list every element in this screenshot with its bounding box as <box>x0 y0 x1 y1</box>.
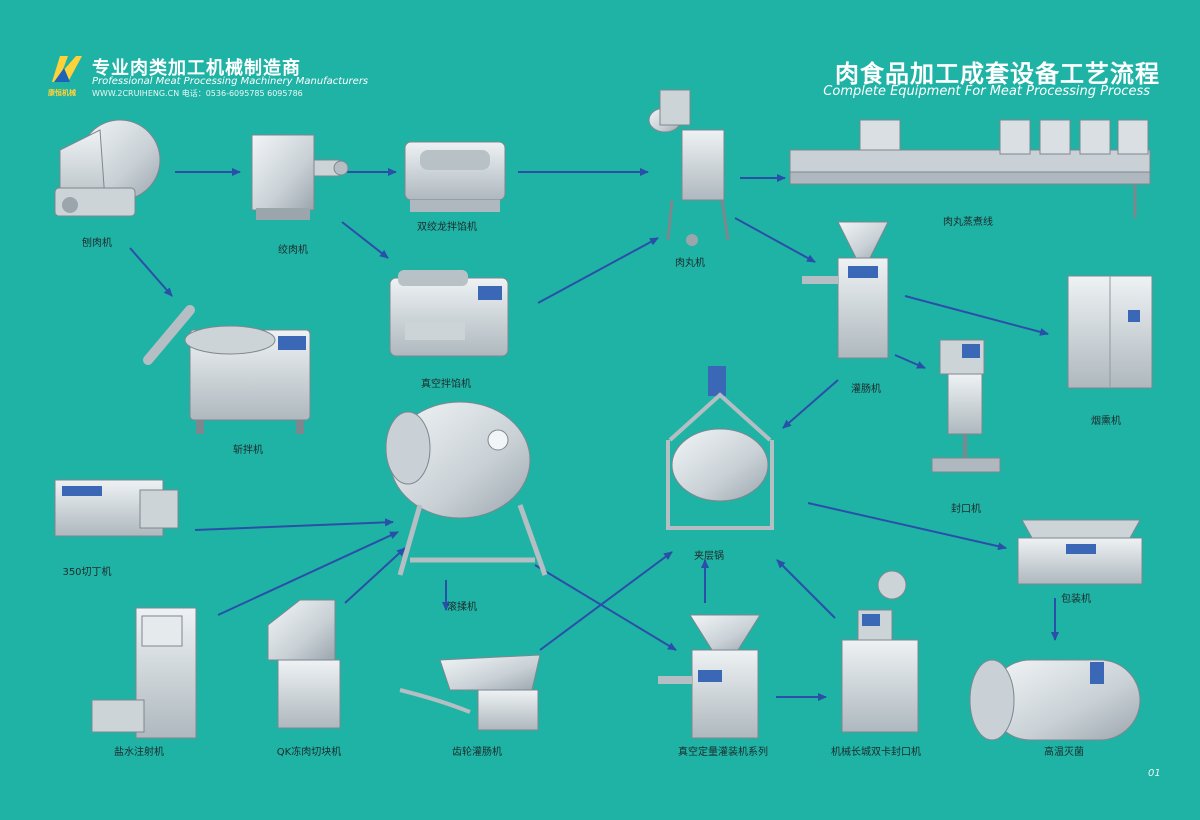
arrow-vacuummixer-meatball <box>537 237 659 304</box>
slicer-machine <box>54 119 161 217</box>
label-twin-mixer: 双绞龙拌馅机 <box>417 222 477 233</box>
vacuum-filler-machine <box>658 614 761 739</box>
label-double-clipper: 机械长城双卡封口机 <box>831 747 921 758</box>
label-injector: 盐水注射机 <box>114 747 164 758</box>
arrow-meatball-filler <box>734 217 816 263</box>
label-vacuum-mixer: 真空拌馅机 <box>421 379 471 390</box>
label-smokehouse: 烟熏机 <box>1091 416 1121 427</box>
dicer-machine <box>54 479 179 537</box>
arrow-gearfiller-kettle <box>539 551 673 651</box>
label-meatball-machine: 肉丸机 <box>675 258 705 269</box>
injector-machine <box>91 607 197 739</box>
label-vacuum-filler: 真空定量灌装机系列 <box>678 747 768 758</box>
flow-arrows <box>129 168 1059 701</box>
label-packer: 包装机 <box>1061 594 1091 605</box>
gear-filler-machine <box>399 654 541 731</box>
arrow-tumbler-vacuumfiller <box>534 564 677 651</box>
label-frozen-cutter: QK冻肉切块机 <box>276 747 342 758</box>
vacuum-mixer-machine <box>389 270 509 357</box>
brand-name-cn: 专业肉类加工机械制造商 <box>92 58 301 79</box>
arrow-frozen-tumbler <box>344 547 406 604</box>
arrow-doubleclipper-kettle <box>776 559 836 619</box>
packer-machine <box>1017 519 1143 585</box>
page-title-en: Complete Equipment For Meat Processing P… <box>823 84 1150 99</box>
retort-machine <box>969 659 1141 741</box>
sausage-filler-machine <box>802 221 889 359</box>
label-dicer: 350切丁机 <box>62 567 112 578</box>
arrow-injector-tumbler <box>217 531 399 616</box>
label-tumbler: 滚揉机 <box>447 602 477 613</box>
label-sausage-filler: 灌肠机 <box>851 384 881 395</box>
brand-logo-text: 康恒机械 <box>48 89 76 97</box>
page-number: 01 <box>1148 768 1161 779</box>
jacket-kettle-machine <box>666 366 774 530</box>
arrow-dicer-tumbler <box>194 518 394 531</box>
label-slicer: 刨肉机 <box>82 238 112 249</box>
label-meatball-line: 肉丸蒸煮线 <box>943 217 993 228</box>
label-clipper: 封口机 <box>951 504 981 515</box>
brand-name-en: Professional Meat Processing Machinery M… <box>92 76 369 87</box>
brand-logo-icon <box>52 56 82 82</box>
double-clipper-machine <box>841 570 919 733</box>
arrow-filler-clipper <box>894 354 926 369</box>
twin-mixer-machine <box>404 141 506 212</box>
brand-contact: WWW.2CRUIHENG.CN 电话：0536-6095785 6095786 <box>92 89 303 98</box>
label-retort: 高温灭菌 <box>1044 747 1084 758</box>
label-gear-filler: 齿轮灌肠机 <box>452 747 502 758</box>
arrow-slicer-chopper <box>129 247 173 297</box>
clipper-machine <box>931 339 1001 473</box>
arrow-filler-smokehouse <box>904 295 1049 336</box>
page-title-cn: 肉食品加工成套设备工艺流程 <box>835 60 1160 88</box>
label-chopper: 斩拌机 <box>233 445 263 456</box>
tumbler-machine <box>385 401 548 576</box>
frozen-cutter-machine <box>267 599 341 729</box>
grinder-machine <box>251 134 349 220</box>
arrow-kettle-packer <box>807 502 1007 551</box>
chopper-machine <box>143 305 311 434</box>
label-grinder: 绞肉机 <box>278 245 308 256</box>
arrow-grinder-vacuummixer <box>341 221 389 259</box>
smokehouse-machine <box>1067 275 1153 389</box>
label-jacket-kettle: 夹层锅 <box>694 551 724 562</box>
meatball-line-drawing <box>789 119 1151 218</box>
arrow-filler-kettle <box>782 379 839 429</box>
meatball-machine-drawing <box>648 89 730 246</box>
